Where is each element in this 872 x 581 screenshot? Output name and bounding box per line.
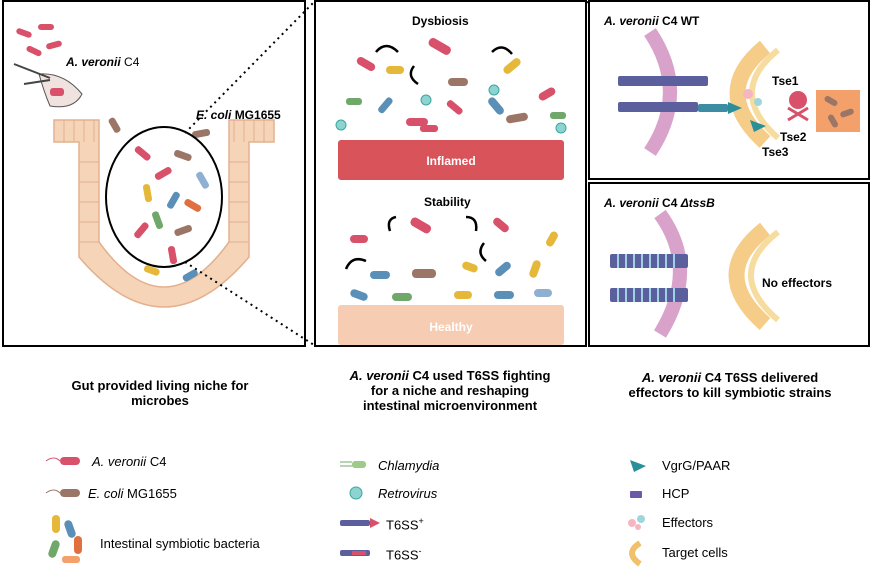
caption-right: A. veronii C4 T6SS delivered effectors t… xyxy=(628,370,832,400)
mutant-panel: A. veronii C4 ΔtssB No effectors xyxy=(588,182,870,347)
competition-panel: Dysbiosis Inflamed Stability xyxy=(314,0,587,347)
legend-t6ss-plus: T6SS+ xyxy=(386,516,424,533)
dysbiosis-label: Dysbiosis xyxy=(412,14,469,28)
legend-hcp-icon xyxy=(630,491,642,498)
legend-hcp: HCP xyxy=(662,486,690,501)
niche-ellipse xyxy=(105,126,223,268)
legend-vgrg: VgrG/PAAR xyxy=(662,458,731,473)
legend-ecoli: E. coli MG1655 xyxy=(88,486,177,501)
mutant-illustration xyxy=(610,209,780,338)
legend-t6ss-minus-icon xyxy=(340,550,370,556)
legend-averonii-icon xyxy=(45,457,80,465)
fish-sketch xyxy=(13,63,83,108)
legend-target-cells: Target cells xyxy=(662,545,728,560)
healthy-epithelium xyxy=(338,305,564,345)
legend-effectors: Effectors xyxy=(662,515,714,530)
legend-symbiotic-icon xyxy=(48,515,82,563)
legend-retrovirus: Retrovirus xyxy=(378,486,438,501)
legend-averonii: A. veronii C4 xyxy=(92,454,167,469)
legend-t6ss-minus: T6SS- xyxy=(386,546,422,563)
tse3-label: Tse3 xyxy=(762,145,789,159)
averonii-label: A. veronii C4 xyxy=(66,55,140,69)
gut-illustration xyxy=(13,24,275,308)
dysbiosis-scene xyxy=(335,38,567,134)
tse2-label: Tse2 xyxy=(780,130,807,144)
mutant-title: A. veronii C4 ΔtssB xyxy=(604,196,715,210)
legend-chlamydia: Chlamydia xyxy=(378,458,440,473)
tse1-label: Tse1 xyxy=(772,74,799,88)
caption-middle: A. veronii C4 used T6SS fighting for a n… xyxy=(349,368,551,413)
wt-panel: A. veronii C4 WT Tse1 Tse2 Tse3 xyxy=(588,0,870,180)
healthy-label: Healthy xyxy=(429,320,473,334)
wt-illustration xyxy=(618,28,860,156)
legend-t6ss-plus-icon xyxy=(340,518,380,528)
inflamed-label: Inflamed xyxy=(426,154,476,168)
no-effectors-label: No effectors xyxy=(762,276,833,290)
legend-ecoli-icon xyxy=(45,489,80,497)
legend-vgrg-icon xyxy=(630,460,646,472)
inflamed-epithelium xyxy=(338,140,564,180)
stability-scene xyxy=(344,215,558,301)
legend-effectors-icon xyxy=(628,515,645,530)
legend-symbiotic: Intestinal symbiotic bacteria xyxy=(100,536,260,551)
legend-chlamydia-icon xyxy=(340,461,366,468)
legend-retrovirus-icon xyxy=(349,486,363,500)
caption-left: Gut provided living niche for microbes xyxy=(71,378,249,408)
legend-target-cells-icon xyxy=(629,540,642,567)
wt-title: A. veronii C4 WT xyxy=(604,14,700,28)
stability-label: Stability xyxy=(424,195,471,209)
